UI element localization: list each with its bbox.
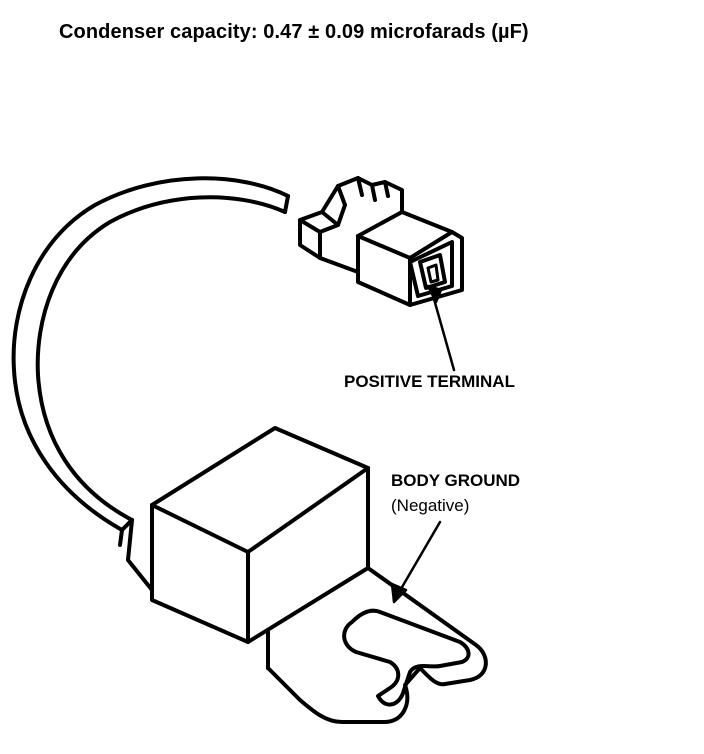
condenser-capacity-spec: Condenser capacity: 0.47 ± 0.09 microfar… [59,21,529,43]
body-ground-negative-label: (Negative) [391,496,470,515]
ground-bracket [266,566,488,724]
lead-wire [11,176,290,532]
condenser-body [118,426,370,644]
body-ground-leader [390,520,442,604]
body-ground-label: BODY GROUND [391,471,521,490]
connector-plug [298,176,464,307]
positive-terminal-label: POSITIVE TERMINAL [344,372,515,391]
positive-terminal-leader [426,284,456,372]
